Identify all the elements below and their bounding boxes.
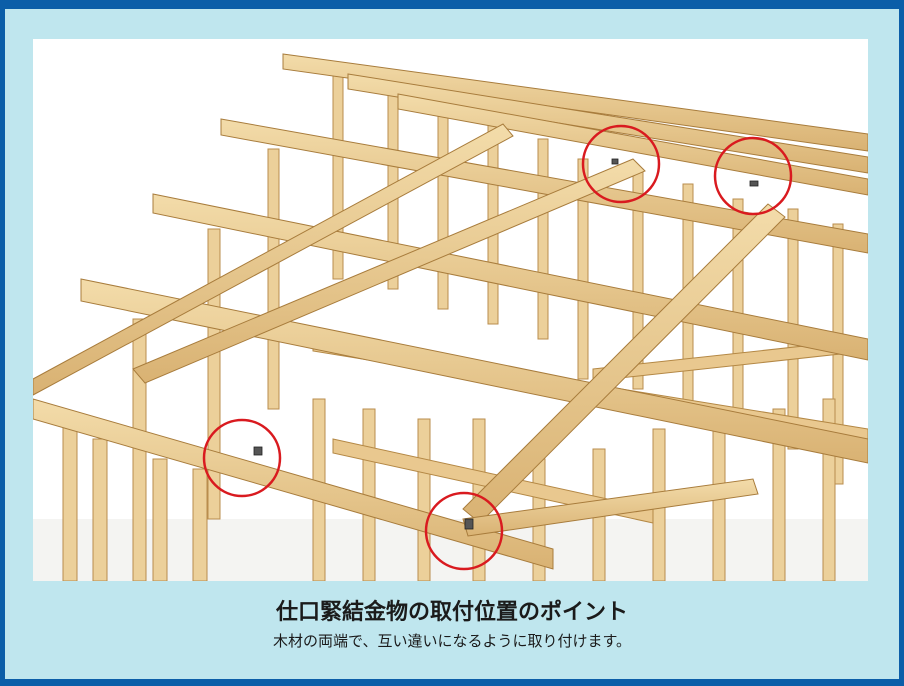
marker-circle: [713, 136, 793, 216]
rafters: [80, 53, 868, 464]
marker-circle: [424, 491, 504, 571]
fitting-position-markers: [202, 124, 793, 571]
cross-beams: [33, 123, 786, 524]
wood-frame-drawing: [33, 53, 868, 581]
marker-circle: [581, 124, 661, 204]
front-beam: [33, 398, 759, 570]
marker-circle: [202, 418, 282, 498]
caption-subtitle: 木材の両端で、互い違いになるように取り付けます。: [273, 632, 631, 650]
frame-illustration: [33, 39, 868, 581]
metal-fittings: [253, 158, 759, 530]
caption-title: 仕口緊結金物の取付位置のポイント: [275, 600, 628, 625]
